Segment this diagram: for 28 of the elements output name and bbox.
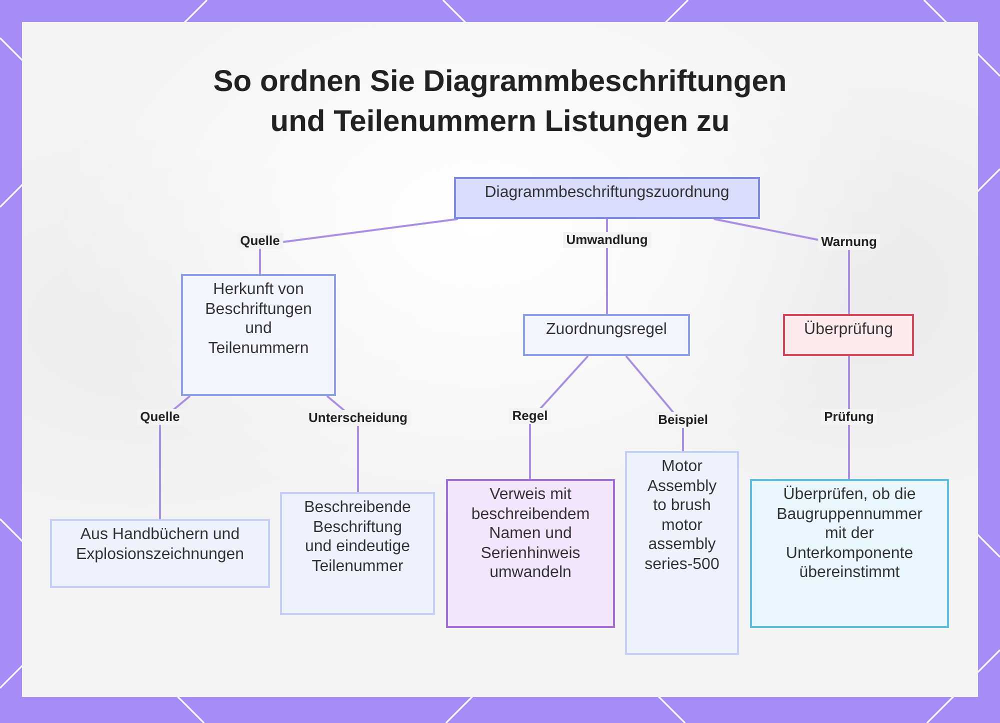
node-text: Verweis mit beschreibendem Namen und Serienhinweis umwandeln [470,485,591,582]
node-text: Diagrammbeschriftungszuordnung [484,183,730,202]
node-text: Beschreibende Beschriftung und eindeutige Teilenummer [303,498,412,576]
edge-label: Warnung [818,234,880,250]
node-text: Aus Handbüchern und Explosionszeichnungen [74,525,246,564]
node-text: Zuordnungsregel [545,320,668,340]
process-box [783,314,914,356]
process-box [181,274,336,396]
node-text: Überprüfen, ob die Baugruppennummer mit der Unterkomponente übereinstimmt [776,485,924,582]
process-box [625,451,739,655]
node-text: Motor Assembly to brush motor assembly series-500 [644,457,720,574]
node-text: Herkunft von Beschriftungen und Teilenummern [204,280,313,358]
connector-line [259,218,458,274]
connector-line [848,356,850,479]
process-box [454,177,760,219]
process-box [280,492,435,615]
process-box [750,479,949,628]
process-box [523,314,690,356]
edge-label: Regel [509,408,551,424]
edge-label: Quelle [137,409,183,425]
diagram-title: So ordnen Sie Diagrammbeschriftungen und Teilenummern Listungen zu [212,64,788,140]
connector-line [529,355,589,479]
edge-label: Quelle [237,233,283,249]
edge-label: Umwandlung [563,232,651,248]
node-text: Überprüfung [803,320,894,340]
edge-label: Prüfung [821,409,877,425]
process-box [50,519,270,588]
process-box [446,479,615,628]
